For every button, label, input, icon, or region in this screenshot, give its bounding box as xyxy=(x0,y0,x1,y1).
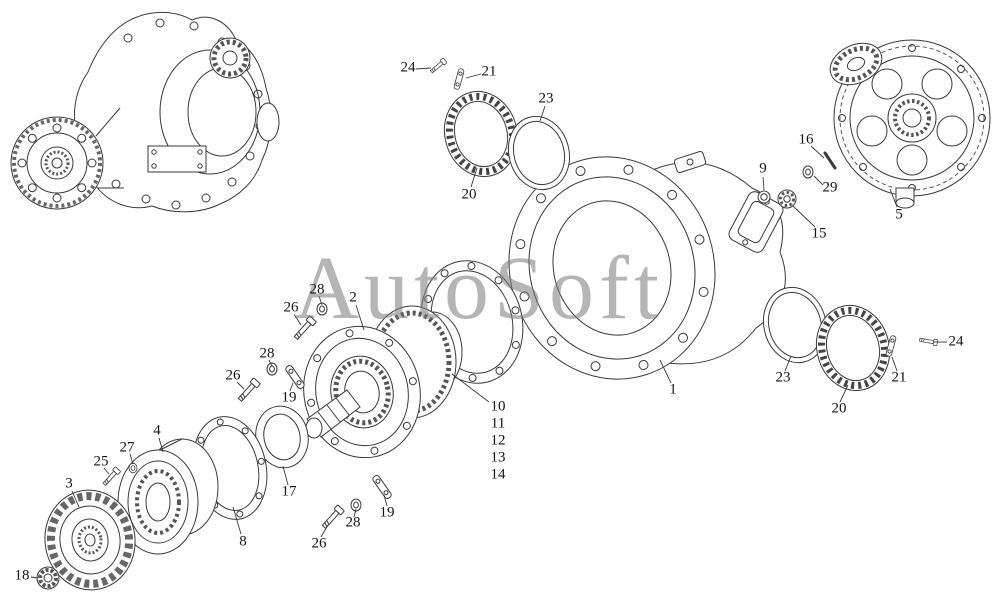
bolt-24-right xyxy=(918,336,939,347)
callout-12: 12 xyxy=(490,432,506,449)
callout-26-2: 26 xyxy=(225,367,241,384)
seal-ring-17 xyxy=(255,405,309,469)
pin-16 xyxy=(823,151,837,170)
assembled-axle-unit-left xyxy=(10,11,280,213)
callout-21-top: 21 xyxy=(481,63,497,80)
callout-10: 10 xyxy=(490,398,506,415)
callout-28-1: 28 xyxy=(309,281,325,298)
callout-9: 9 xyxy=(759,160,767,177)
seal-ring-23-right xyxy=(762,286,828,364)
callout-28-2: 28 xyxy=(259,345,275,362)
lock-strap-19-a xyxy=(284,363,306,391)
callout-18: 18 xyxy=(14,567,30,584)
callout-24-top: 24 xyxy=(400,59,416,76)
callout-26-3: 26 xyxy=(311,535,327,552)
callout-21-right: 21 xyxy=(891,369,907,386)
callout-8: 8 xyxy=(239,533,247,550)
bolt-24-top xyxy=(428,57,448,75)
callout-23-left: 23 xyxy=(538,90,554,107)
callout-17: 17 xyxy=(281,483,297,500)
lock-plate-21-top xyxy=(453,67,465,91)
callout-13: 13 xyxy=(490,449,506,466)
star-washer-15 xyxy=(777,189,797,209)
washer-29 xyxy=(802,165,814,179)
callout-5: 5 xyxy=(895,206,903,223)
callout-27: 27 xyxy=(119,439,135,456)
bolt-26-a xyxy=(292,315,317,342)
callout-11: 11 xyxy=(490,415,506,432)
bolt-26-c xyxy=(320,504,345,531)
leader-lines xyxy=(30,67,947,579)
housing-gasket xyxy=(420,260,524,384)
callout-19-2: 19 xyxy=(379,504,395,521)
seal-ring-23-left xyxy=(507,115,571,191)
callout-25: 25 xyxy=(93,453,109,470)
callout-2: 2 xyxy=(349,289,357,306)
bevel-pinion-icon xyxy=(829,42,883,86)
lock-ring-20-right xyxy=(815,304,891,392)
assembled-final-drive-right xyxy=(829,39,991,209)
bearing-cup-4 xyxy=(117,438,219,555)
lock-strap-19-b xyxy=(371,473,393,501)
callout-19-1: 19 xyxy=(281,389,297,406)
callout-26-1: 26 xyxy=(283,299,299,316)
callout-14: 14 xyxy=(490,466,506,483)
callout-16: 16 xyxy=(798,131,814,148)
callout-28-3: 28 xyxy=(345,514,361,531)
callout-15: 15 xyxy=(811,225,827,242)
callout-4: 4 xyxy=(153,422,161,439)
nut-9 xyxy=(757,190,771,204)
lock-ring-20-left xyxy=(443,90,519,178)
input-flange-hub xyxy=(10,116,104,210)
callout-3: 3 xyxy=(65,475,73,492)
callout-20-left: 20 xyxy=(461,186,477,203)
drive-flange-3 xyxy=(44,489,136,591)
axle-housing xyxy=(508,150,786,380)
bearing-cage-assembly xyxy=(303,305,463,459)
callout-23-right: 23 xyxy=(775,369,791,386)
callout-20-right: 20 xyxy=(831,400,847,417)
washer-28-b xyxy=(266,362,278,376)
drive-gear-icon xyxy=(209,37,251,79)
callout-24-right: 24 xyxy=(948,333,964,350)
callout-1: 1 xyxy=(669,381,677,398)
nut-18 xyxy=(36,566,60,590)
callout-29: 29 xyxy=(822,179,838,196)
washer-27 xyxy=(128,462,138,474)
